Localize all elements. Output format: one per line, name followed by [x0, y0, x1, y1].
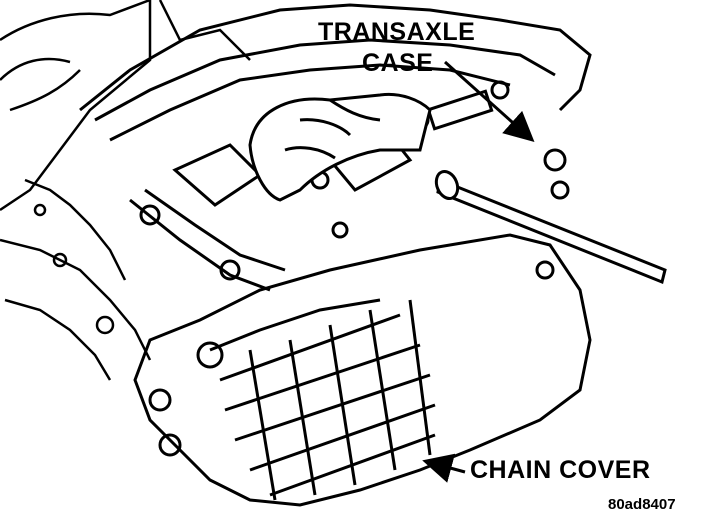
- callout-arrows: [422, 60, 535, 483]
- transaxle-case-label: TRANSAXLE: [318, 18, 476, 46]
- figure-id: 80ad8407: [608, 496, 676, 513]
- transaxle-case-label-line2: CASE: [362, 49, 434, 77]
- transaxle-case-arrow: [444, 60, 535, 142]
- chain-cover-label: CHAIN COVER: [470, 456, 651, 484]
- chain-cover-arrow: [422, 453, 466, 483]
- chain-cover: [133, 233, 592, 507]
- engine-block: [0, 0, 251, 381]
- hand-pry-tool: [248, 92, 667, 285]
